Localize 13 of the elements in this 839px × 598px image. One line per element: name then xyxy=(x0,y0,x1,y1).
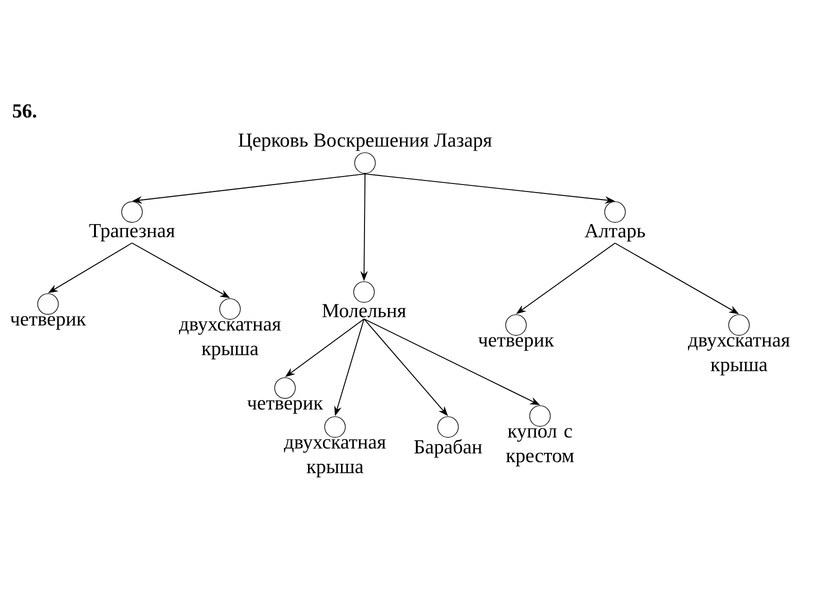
node-label: купол с крестом xyxy=(506,428,574,466)
node-label: Церковь Воскрешения Лазаря xyxy=(238,134,492,151)
node-label: Молельня xyxy=(322,304,406,318)
node-label: двухскатная крыша xyxy=(178,321,281,360)
node-label: четверик xyxy=(247,400,324,414)
node-label: Барабан xyxy=(414,439,482,458)
node-label: Трапезная xyxy=(89,224,175,242)
node-label: двухскатная крыша xyxy=(688,337,790,376)
node-label: четверик xyxy=(10,316,86,330)
node-label: Алтарь xyxy=(584,224,645,242)
node-label: двухскатная крыша xyxy=(284,439,386,478)
problem-number: 56. xyxy=(12,104,36,118)
node-label: четверик xyxy=(478,337,554,351)
